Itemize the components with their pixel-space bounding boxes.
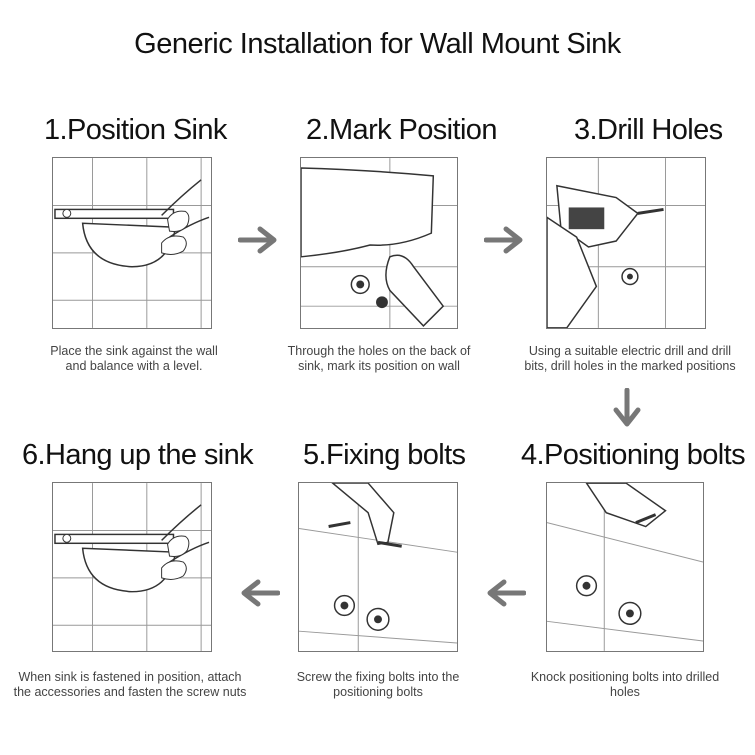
caption-line: sink, mark its position on wall (298, 359, 460, 373)
step-6-illustration (52, 482, 212, 652)
position-sink-icon (53, 158, 211, 328)
caption-line: Through the holes on the back of (287, 344, 471, 358)
caption-line: positioning bolts (333, 685, 423, 699)
caption-line: Screw the fixing bolts into the (296, 670, 460, 684)
caption-line: holes (610, 685, 640, 699)
fixing-bolts-icon (299, 483, 457, 651)
caption-line: Using a suitable electric drill and dril… (528, 344, 732, 358)
caption-line: bits, drill holes in the marked position… (524, 359, 736, 373)
mark-position-icon (301, 158, 457, 328)
step-4-caption: Knock positioning bolts into drilled hol… (520, 670, 730, 700)
caption-line: When sink is fastened in position, attac… (18, 670, 242, 684)
caption-line: Place the sink against the wall (50, 344, 218, 358)
caption-line: the accessories and fasten the screw nut… (13, 685, 247, 699)
step-1-illustration (52, 157, 212, 329)
step-2-illustration (300, 157, 458, 329)
step-3-illustration (546, 157, 706, 329)
caption-line: and balance with a level. (65, 359, 203, 373)
step-5-illustration (298, 482, 458, 652)
step-3-caption: Using a suitable electric drill and dril… (520, 344, 740, 374)
arrow-down-icon (612, 387, 642, 430)
arrow-right-icon (483, 225, 526, 255)
positioning-bolts-icon (547, 483, 703, 651)
step-5-title: 5.Fixing bolts (303, 439, 466, 471)
step-6-title: 6.Hang up the sink (22, 439, 254, 471)
step-3-title: 3.Drill Holes (574, 114, 723, 146)
caption-line: Knock positioning bolts into drilled (530, 670, 720, 684)
step-5-caption: Screw the fixing bolts into the position… (284, 670, 472, 700)
step-2-title: 2.Mark Position (306, 114, 497, 146)
step-4-title: 4.Positioning bolts (521, 439, 746, 471)
arrow-right-icon (237, 225, 280, 255)
step-1-caption: Place the sink against the wall and bala… (40, 344, 228, 374)
arrow-left-icon (484, 578, 527, 608)
step-1-title: 1.Position Sink (44, 114, 227, 146)
hang-sink-icon (53, 483, 211, 651)
step-2-caption: Through the holes on the back of sink, m… (285, 344, 473, 374)
arrow-left-icon (238, 578, 281, 608)
diagram-title: Generic Installation for Wall Mount Sink (134, 28, 621, 60)
step-6-caption: When sink is fastened in position, attac… (10, 670, 250, 700)
drill-icon (547, 158, 705, 328)
step-4-illustration (546, 482, 704, 652)
